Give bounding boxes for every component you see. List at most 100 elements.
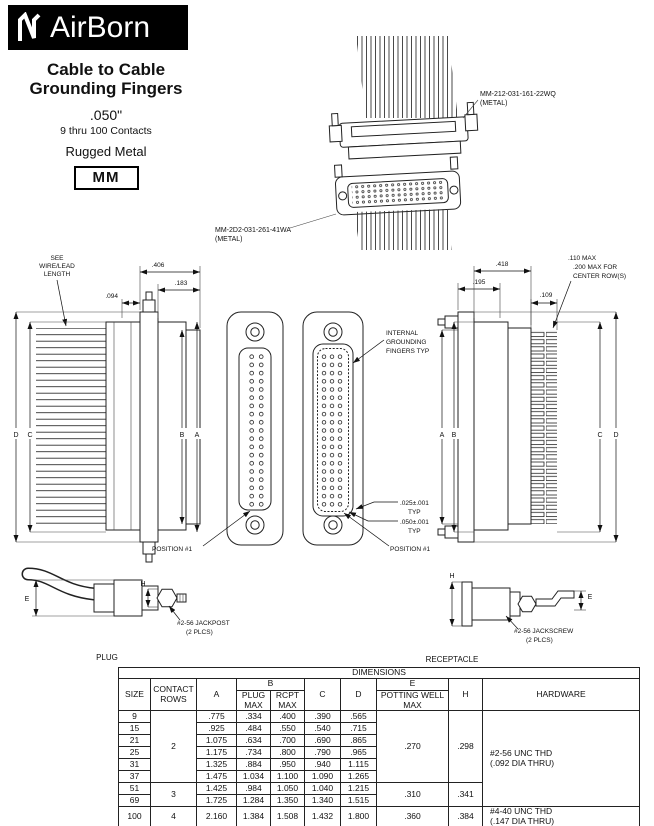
table-cell: .565 bbox=[340, 710, 377, 724]
col-header-a: A bbox=[196, 677, 237, 712]
receptacle-label: RECEPTACLE bbox=[426, 655, 479, 664]
plug-cable-view: E H #2-56 JACKPOST (2 PLCS) PLUG bbox=[21, 567, 230, 662]
dim-406: .406 bbox=[152, 262, 165, 269]
table-cell: 1.475 bbox=[196, 770, 237, 784]
table-cell: .360 bbox=[376, 806, 449, 826]
mounting-hole bbox=[245, 515, 265, 535]
table-cell: 21 bbox=[118, 734, 151, 748]
table-cell: 1.040 bbox=[304, 782, 341, 796]
plug-side-view: .406 .183 .094 SEE WIRE/LEAD LENGTH D bbox=[10, 255, 203, 563]
table-title: DIMENSIONS bbox=[118, 667, 640, 679]
series-code-box: MM bbox=[73, 166, 139, 191]
table-cell: .384 bbox=[448, 806, 483, 826]
dim-025: .025±.001 bbox=[400, 500, 429, 507]
table-cell: .400 bbox=[270, 710, 305, 724]
jackscrew-hardware bbox=[437, 315, 459, 539]
dim-letter-b-left: B bbox=[180, 432, 185, 439]
table-cell: 1.725 bbox=[196, 794, 237, 808]
product-title-line2: Grounding Fingers bbox=[29, 79, 183, 99]
table-cell: 1.425 bbox=[196, 782, 237, 796]
table-cell: 15 bbox=[118, 722, 151, 736]
table-cell: .965 bbox=[340, 746, 377, 760]
table-cell: 1.284 bbox=[236, 794, 271, 808]
jackscrew-note-1: #2-56 JACKSCREW bbox=[514, 628, 574, 635]
grounding-note-2: GROUNDING bbox=[386, 339, 426, 346]
grounding-finger-comb bbox=[531, 330, 557, 524]
title-block: Cable to Cable Grounding Fingers .050" 9… bbox=[0, 60, 212, 191]
receptacle-face-view: INTERNAL GROUNDING FINGERS TYP .025±.001… bbox=[302, 311, 430, 553]
receptacle-side-view: .195 .418 .109 .110 MAX .200 MAX FOR CEN… bbox=[436, 255, 626, 543]
col-header-contact-rows: CONTACT ROWS bbox=[150, 677, 197, 712]
contact-range: 9 thru 100 Contacts bbox=[60, 125, 152, 138]
material-label: Rugged Metal bbox=[65, 144, 147, 160]
dim-letter-c-left: C bbox=[27, 432, 32, 439]
dim-418: .418 bbox=[496, 261, 509, 268]
col-header-e: E bbox=[376, 677, 449, 691]
table-cell: 100 bbox=[118, 806, 151, 826]
table-cell: .950 bbox=[270, 758, 305, 772]
dim-letter-d-right: D bbox=[613, 432, 618, 439]
table-cell: 1.265 bbox=[340, 770, 377, 784]
table-cell: .865 bbox=[340, 734, 377, 748]
col-header-hardware: HARDWARE bbox=[482, 677, 640, 712]
dim-letter-d-left: D bbox=[13, 432, 18, 439]
table-cell: 1.515 bbox=[340, 794, 377, 808]
wire-bundle bbox=[36, 328, 106, 524]
table-cell: 1.115 bbox=[340, 758, 377, 772]
receptacle-rear-view: H E #2-56 JACKSCREW (2 PLCS) RECEPTACLE bbox=[426, 573, 593, 664]
dim-094: .094 bbox=[105, 293, 118, 300]
table-cell: 31 bbox=[118, 758, 151, 772]
table-cell: .310 bbox=[376, 782, 449, 808]
jackscrew-note-2: (2 PLCS) bbox=[526, 637, 553, 644]
dim-195: .195 bbox=[473, 279, 486, 286]
table-cell: .690 bbox=[304, 734, 341, 748]
table-cell: 1.508 bbox=[270, 806, 305, 826]
grounding-note-1: INTERNAL bbox=[386, 330, 419, 337]
table-cell: .734 bbox=[236, 746, 271, 760]
table-cell: .334 bbox=[236, 710, 271, 724]
table-cell: 1.175 bbox=[196, 746, 237, 760]
table-row: 100 4 2.160 1.384 1.508 1.432 1.800 .360… bbox=[118, 806, 640, 826]
table-row: 69 1.725 1.284 1.350 1.340 1.515 bbox=[118, 794, 640, 808]
jackscrew-hex bbox=[517, 595, 537, 613]
dim-025-typ: TYP bbox=[408, 509, 421, 516]
grounding-note-3: FINGERS TYP bbox=[386, 348, 429, 355]
part-number-top: MM-212-031-161-22WQ bbox=[480, 91, 556, 98]
dim-109: .109 bbox=[540, 292, 553, 299]
table-cell: .298 bbox=[448, 710, 483, 784]
table-cell: .390 bbox=[304, 710, 341, 724]
see-wire-note-3: LENGTH bbox=[44, 271, 71, 278]
table-cell: 1.215 bbox=[340, 782, 377, 796]
part-number-top-material: (METAL) bbox=[480, 100, 507, 107]
table-cell: #2-56 UNC THD (.092 DIA THRU) bbox=[482, 710, 640, 808]
table-cell: .925 bbox=[196, 722, 237, 736]
receptacle-tail bbox=[535, 590, 575, 607]
dim-letter-h-plug: H bbox=[140, 581, 145, 588]
table-cell: 1.050 bbox=[270, 782, 305, 796]
table-cell: 25 bbox=[118, 746, 151, 760]
table-row: 51 3 1.425 .984 1.050 1.040 1.215 .310 .… bbox=[118, 782, 640, 808]
airborn-logo-mark bbox=[18, 11, 41, 41]
dim-183: .183 bbox=[175, 280, 188, 287]
mounting-hole bbox=[323, 322, 343, 342]
jackpost-note-1: #2-56 JACKPOST bbox=[177, 620, 230, 627]
table-cell: .341 bbox=[448, 782, 483, 808]
table-cell: 2 bbox=[150, 710, 197, 784]
table-cell: 69 bbox=[118, 794, 151, 808]
table-cell: 1.034 bbox=[236, 770, 271, 784]
col-header-h: H bbox=[448, 677, 483, 712]
airborn-logo: AirBorn bbox=[8, 5, 188, 50]
table-cell: .984 bbox=[236, 782, 271, 796]
table-cell: 4 bbox=[150, 806, 197, 826]
series-code: MM bbox=[92, 169, 120, 187]
dim-200-max-2: CENTER ROW(S) bbox=[573, 273, 626, 280]
col-header-potting-well: POTTING WELL MAX bbox=[376, 689, 449, 712]
product-title-line1: Cable to Cable bbox=[46, 60, 166, 79]
table-cell: 1.800 bbox=[340, 806, 377, 826]
plug-face-view: POSITION #1 bbox=[152, 311, 284, 553]
dim-letter-c-right: C bbox=[597, 432, 602, 439]
table-cell: .634 bbox=[236, 734, 271, 748]
table-cell: .540 bbox=[304, 722, 341, 736]
col-header-d: D bbox=[340, 677, 377, 712]
